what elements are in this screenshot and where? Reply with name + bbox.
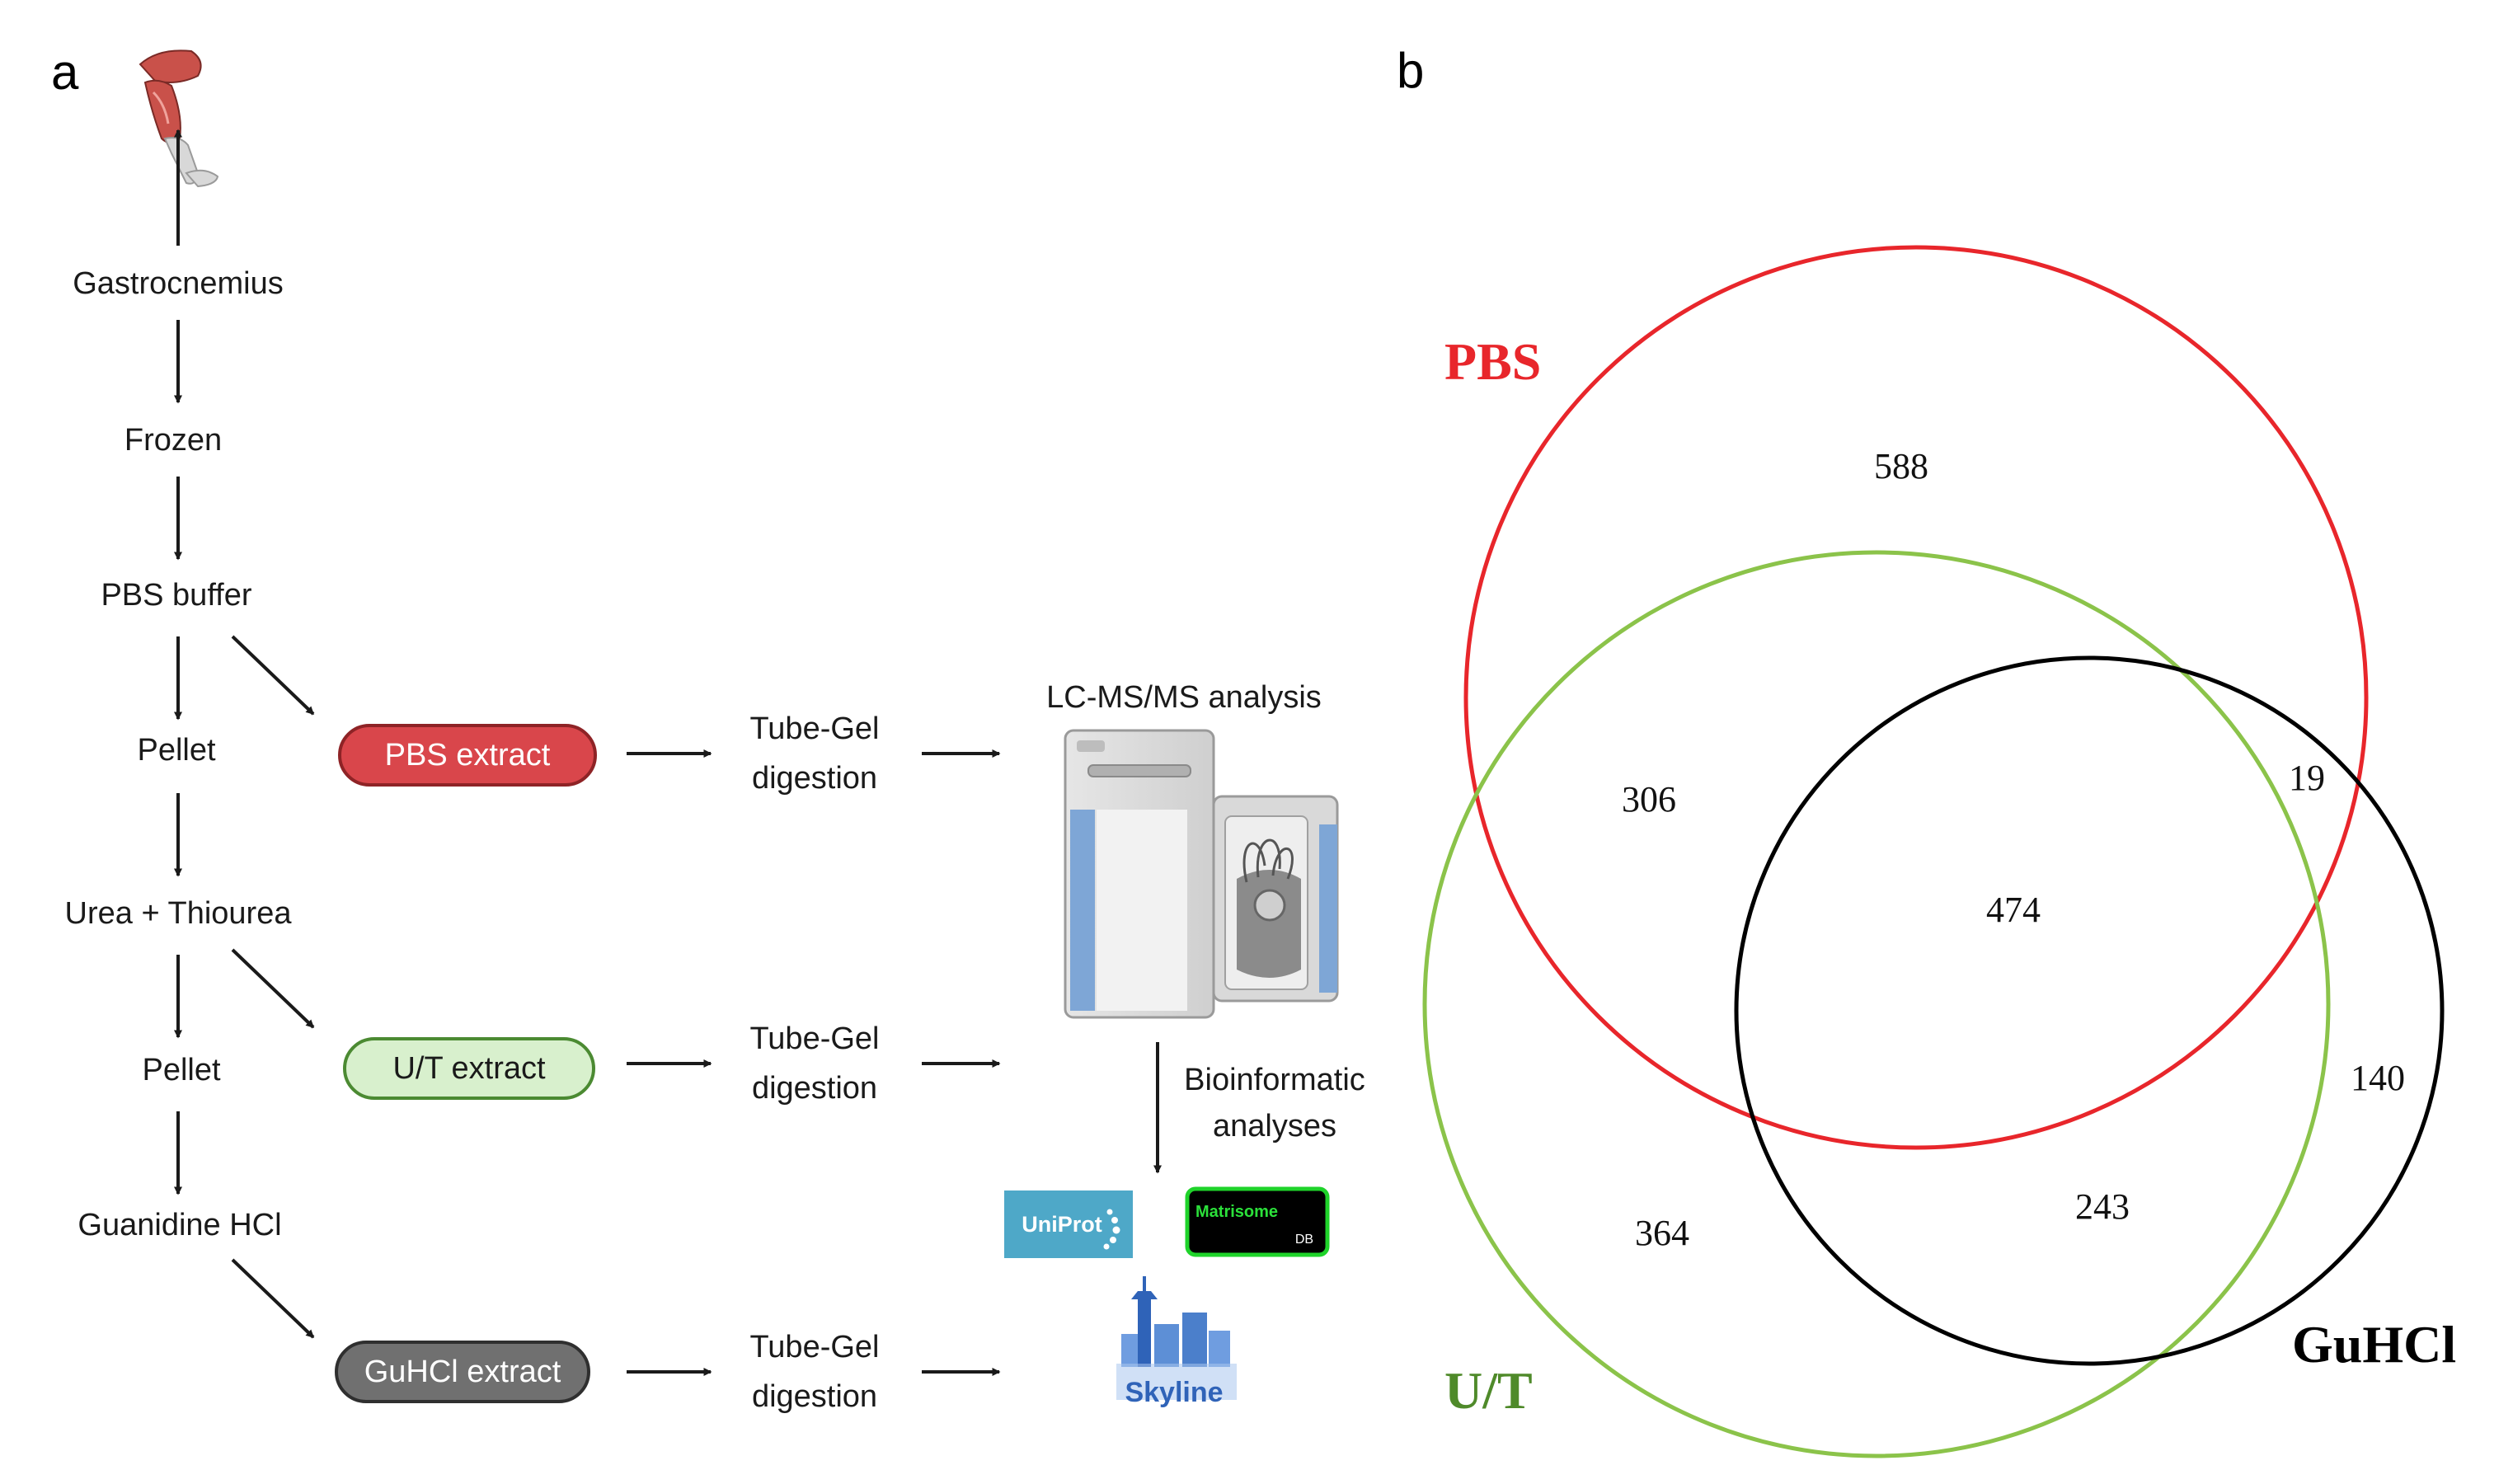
digestion-1-line2: digestion — [752, 761, 877, 796]
step-guanidine-hcl: Guanidine HCl — [78, 1208, 281, 1242]
venn-label-ut: U/T — [1444, 1361, 1533, 1420]
digestion-3-line1: Tube-Gel — [750, 1330, 880, 1364]
panel-label-b: b — [1397, 43, 1424, 98]
muscle-icon — [139, 49, 219, 188]
venn-circle-pbs — [1463, 245, 2369, 1150]
arrow-diagonal — [231, 948, 315, 1029]
arrow-diagonal — [231, 635, 315, 716]
digestion-2-line2: digestion — [752, 1071, 877, 1106]
matrisome-logo-text: Matrisome — [1195, 1203, 1278, 1221]
bioinformatic-line2: analyses — [1213, 1109, 1336, 1144]
matrisome-db-text: DB — [1295, 1233, 1313, 1247]
venn-label-pbs: PBS — [1444, 332, 1541, 391]
digestion-2-line1: Tube-Gel — [750, 1021, 880, 1056]
venn-count-ut-guhcl: 243 — [2075, 1186, 2130, 1227]
skyline-logo-text: Skyline — [1125, 1377, 1223, 1408]
skyline-logo: Skyline — [1116, 1276, 1237, 1408]
venn-count-guhcl-only: 140 — [2351, 1058, 2405, 1098]
pbs-extract-label: PBS extract — [385, 738, 551, 773]
ut-extract-label: U/T extract — [392, 1051, 546, 1086]
step-pellet-2: Pellet — [142, 1053, 220, 1087]
guhcl-extract-pill: GuHCl extract — [335, 1341, 590, 1403]
digestion-1-line1: Tube-Gel — [750, 711, 880, 746]
lcms-label: LC-MS/MS analysis — [1046, 680, 1322, 715]
uniprot-logo-text: UniProt — [1022, 1212, 1102, 1237]
mass-spectrometer-icon — [1064, 729, 1339, 1019]
venn-count-pbs-guhcl: 19 — [2289, 758, 2325, 798]
step-gastrocnemius: Gastrocnemius — [73, 266, 284, 301]
venn-count-all-three: 474 — [1986, 890, 2041, 930]
venn-count-pbs-only: 588 — [1874, 446, 1928, 486]
bioinformatic-line1: Bioinformatic — [1184, 1063, 1365, 1097]
pbs-extract-pill: PBS extract — [338, 724, 597, 787]
venn-count-pbs-ut: 306 — [1622, 779, 1676, 819]
step-pellet-1: Pellet — [137, 733, 215, 768]
venn-circle-guhcl — [1734, 655, 2445, 1366]
guhcl-extract-label: GuHCl extract — [364, 1355, 561, 1389]
arrow-diagonal — [231, 1258, 315, 1339]
matrisome-db-logo: Matrisome DB — [1185, 1186, 1330, 1257]
uniprot-logo: UniProt — [1004, 1190, 1133, 1258]
venn-count-ut-only: 364 — [1635, 1213, 1689, 1253]
venn-label-guhcl: GuHCl — [2292, 1315, 2456, 1374]
panel-label-a: a — [51, 45, 79, 100]
step-pbs-buffer: PBS buffer — [101, 578, 251, 613]
ut-extract-pill: U/T extract — [343, 1037, 595, 1100]
venn-circle-ut — [1422, 550, 2331, 1458]
digestion-3-line2: digestion — [752, 1379, 877, 1414]
step-urea-thiourea: Urea + Thiourea — [65, 896, 293, 931]
step-frozen: Frozen — [124, 423, 222, 458]
